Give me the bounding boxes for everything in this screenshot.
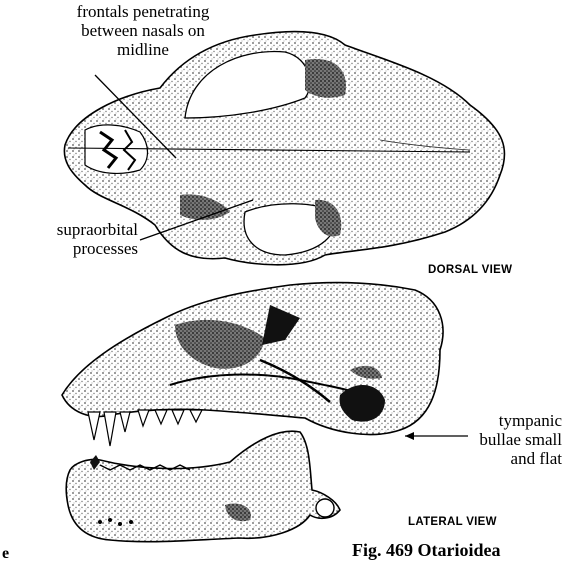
tympanic-line-1: tympanic bbox=[450, 411, 562, 430]
lateral-cranium bbox=[62, 283, 443, 446]
tympanic-line-3: and flat bbox=[450, 449, 562, 468]
frontals-line-3: midline bbox=[8, 40, 278, 59]
tympanic-arrowhead bbox=[405, 432, 414, 440]
frontals-line-1: frontals penetrating bbox=[8, 2, 278, 21]
supraorbital-label: supraorbital processes bbox=[18, 220, 138, 258]
edge-text-fragment: e bbox=[2, 545, 9, 563]
frontals-line-2: between nasals on bbox=[8, 21, 278, 40]
frontals-label: frontals penetrating between nasals on m… bbox=[8, 2, 278, 59]
tympanic-line-2: bullae small bbox=[450, 430, 562, 449]
lateral-mandible bbox=[66, 431, 340, 541]
dorsal-view-label: DORSAL VIEW bbox=[428, 264, 512, 276]
lateral-view-label: LATERAL VIEW bbox=[408, 516, 497, 528]
figure-caption: Fig. 469 Otarioidea bbox=[352, 540, 500, 561]
supraorbital-line-2: processes bbox=[18, 239, 138, 258]
tympanic-label: tympanic bullae small and flat bbox=[450, 411, 562, 468]
supraorbital-line-1: supraorbital bbox=[18, 220, 138, 239]
